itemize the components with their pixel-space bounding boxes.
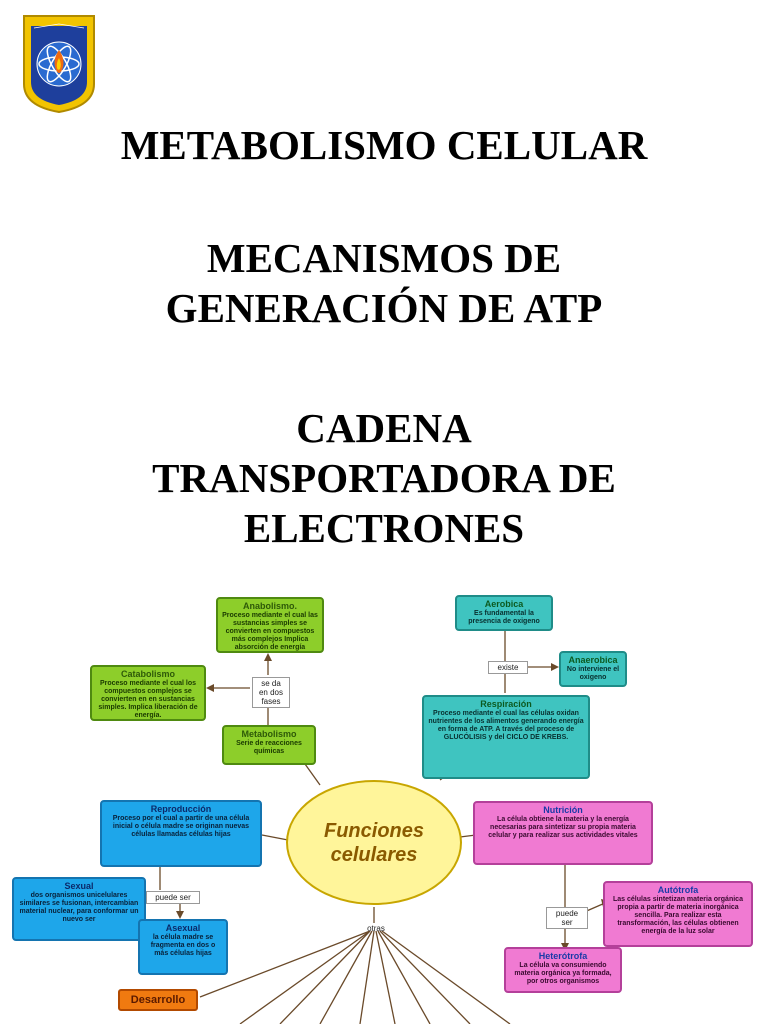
node-title: Respiración — [480, 699, 532, 709]
node-title: Anabolismo. — [242, 601, 297, 611]
autotrofa-node: Autótrofa Las células sintetizan materia… — [603, 881, 753, 947]
node-text: Proceso mediante el cual las sustancias … — [222, 612, 318, 651]
center-text: Funciones — [323, 819, 424, 842]
subtitle-cadena: CADENA TRANSPORTADORA DE ELECTRONES — [0, 403, 768, 553]
concept-map: Anabolismo. Proceso mediante el cual las… — [0, 585, 768, 1024]
puede-ser-label: puede ser — [146, 891, 200, 904]
node-text: Las células sintetizan materia orgánica … — [613, 896, 743, 935]
page-title: METABOLISMO CELULAR — [0, 120, 768, 170]
se-da-label: se da en dos fases — [252, 677, 290, 708]
sexual-node: Sexual dos organismos unicelulares simil… — [12, 877, 146, 941]
title-line: ELECTRONES — [243, 505, 525, 551]
otras-label: otras — [367, 924, 385, 933]
anaerobica-node: Anaerobica No interviene el oxigeno — [559, 651, 627, 687]
node-text: La célula va consumiendo materia orgánic… — [514, 962, 612, 985]
node-text: No interviene el oxigeno — [566, 666, 620, 681]
node-text: la célula madre se fragmenta en dos o má… — [150, 934, 216, 957]
metabolismo-node: Metabolismo Serie de reacciones químicas — [222, 725, 316, 765]
funciones-celulares-node: Funciones celulares — [286, 780, 462, 905]
node-title: Metabolismo — [241, 729, 297, 739]
desarrollo-node: Desarrollo — [118, 989, 198, 1011]
subtitle-atp: MECANISMOS DE GENERACIÓN DE ATP — [0, 233, 768, 333]
node-title: Asexual — [165, 923, 201, 933]
catabolismo-node: Catabolismo Proceso mediante el cual los… — [90, 665, 206, 721]
node-text: Proceso por el cual a partir de una célu… — [112, 815, 250, 838]
puede-ser-label-2: puede ser — [546, 907, 588, 929]
node-title: Catabolismo — [120, 669, 175, 679]
node-text: Proceso mediante el cual los compuestos … — [98, 680, 198, 719]
node-text: Es fundamental la presencia de oxigeno — [468, 610, 540, 625]
nutricion-node: Nutrición La célula obtiene la materia y… — [473, 801, 653, 865]
node-text: Proceso mediante el cual las células oxi… — [428, 710, 584, 741]
title-line: TRANSPORTADORA DE — [152, 455, 616, 501]
title-line: METABOLISMO CELULAR — [120, 122, 648, 168]
node-title: Autótrofa — [657, 885, 699, 895]
anabolismo-node: Anabolismo. Proceso mediante el cual las… — [216, 597, 324, 653]
center-text: celulares — [330, 843, 418, 866]
node-title: Reproducción — [150, 804, 212, 814]
respiracion-node: Respiración Proceso mediante el cual las… — [422, 695, 590, 779]
node-text: La célula obtiene la materia y la energí… — [488, 816, 638, 839]
node-title: Aerobica — [484, 599, 524, 609]
node-text: Serie de reacciones químicas — [236, 740, 302, 755]
title-line: MECANISMOS DE — [206, 235, 562, 281]
existe-label: existe — [488, 661, 528, 674]
node-title: Sexual — [64, 881, 94, 891]
node-title: Heterótrofa — [538, 951, 588, 961]
node-title: Anaerobica — [568, 655, 618, 665]
heterotrofa-node: Heterótrofa La célula va consumiendo mat… — [504, 947, 622, 993]
title-line: CADENA — [296, 405, 472, 451]
aerobica-node: Aerobica Es fundamental la presencia de … — [455, 595, 553, 631]
title-line: GENERACIÓN DE ATP — [165, 285, 603, 331]
asexual-node: Asexual la célula madre se fragmenta en … — [138, 919, 228, 975]
node-text: dos organismos unicelulares similares se… — [19, 892, 139, 923]
reproduccion-node: Reproducción Proceso por el cual a parti… — [100, 800, 262, 867]
university-logo — [22, 14, 96, 114]
node-title: Nutrición — [543, 805, 583, 815]
